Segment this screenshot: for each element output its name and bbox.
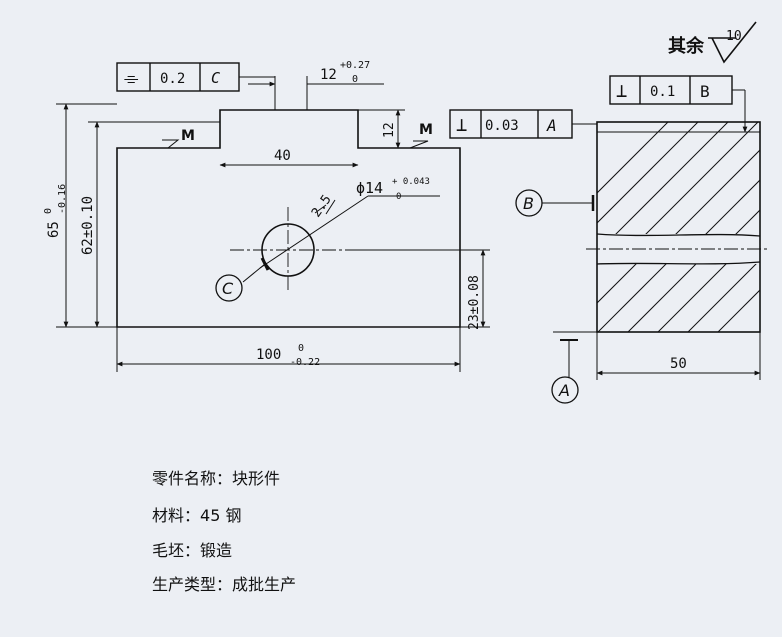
fcf-symmetry: ⌯ 0.2 C [116, 62, 276, 92]
symmetry-tolerance: 0.2 [160, 71, 185, 87]
overall-width-lower: -0.22 [290, 357, 320, 368]
fcf-perp-left: ⊥ 0.03 A [449, 109, 573, 139]
surface-mark-right: M [419, 122, 433, 138]
hole-center-height-label: 23±0.08 [467, 275, 482, 330]
datum-b-label: B [523, 194, 534, 213]
symmetry-symbol: ⌯ [124, 68, 139, 89]
perp-left-tolerance: 0.03 [485, 118, 519, 134]
overall-width-upper: 0 [298, 343, 304, 354]
roughness-symbol: 其余 10 [668, 21, 757, 64]
hole-diameter-lower: 0 [396, 192, 401, 202]
hole-diameter-nominal: ϕ14 [356, 179, 383, 197]
slot-bottom-width-label: 40 [274, 148, 291, 164]
slot-width-nominal: 12 [320, 67, 337, 83]
height-to-slot-label: 62±0.10 [80, 196, 96, 255]
part-info-notes: 零件名称：块形件 材料：45 钢 毛坯：锻造 生产类型：成批生产 [152, 469, 296, 594]
perp-top-symbol: ⊥ [616, 80, 627, 102]
roughness-prefix: 其余 [668, 35, 705, 57]
overall-width-dim: 100 0 -0.22 [256, 343, 320, 368]
overall-height-lower: -0.16 [57, 184, 68, 214]
fcf-perp-top: ⊥ 0.1 B [609, 75, 733, 105]
front-view [56, 103, 490, 372]
note-material: 材料：45 钢 [152, 506, 241, 525]
note-blank: 毛坯：锻造 [152, 541, 232, 560]
datum-a-label: A [558, 381, 570, 400]
overall-width-nominal: 100 [256, 347, 281, 363]
perp-left-symbol: ⊥ [456, 114, 467, 136]
datum-c-label: C [222, 279, 234, 298]
slot-width-upper: +0.27 [340, 60, 370, 71]
perp-top-tolerance: 0.1 [650, 84, 675, 100]
overall-height-upper: 0 [43, 208, 54, 214]
side-outline [596, 121, 761, 333]
side-view [515, 89, 770, 404]
note-production-type: 生产类型：成批生产 [152, 575, 296, 594]
surface-mark-left: M [181, 128, 195, 144]
hole-diameter-dim: ϕ14 + 0.043 0 [356, 177, 430, 202]
hole-diameter-upper: + 0.043 [392, 177, 430, 187]
slot-depth-label: 12 [382, 122, 397, 138]
slot-width-lower: 0 [352, 74, 358, 85]
thickness-label: 50 [670, 356, 687, 372]
roughness-value: 10 [726, 29, 742, 44]
perp-left-datum: A [546, 116, 557, 135]
note-part-name: 零件名称：块形件 [152, 469, 280, 488]
symmetry-datum: C [211, 69, 220, 87]
overall-height-dim: 65 0 -0.16 [43, 184, 68, 238]
overall-height-nominal: 65 [46, 221, 62, 238]
perp-top-datum: B [700, 82, 710, 101]
